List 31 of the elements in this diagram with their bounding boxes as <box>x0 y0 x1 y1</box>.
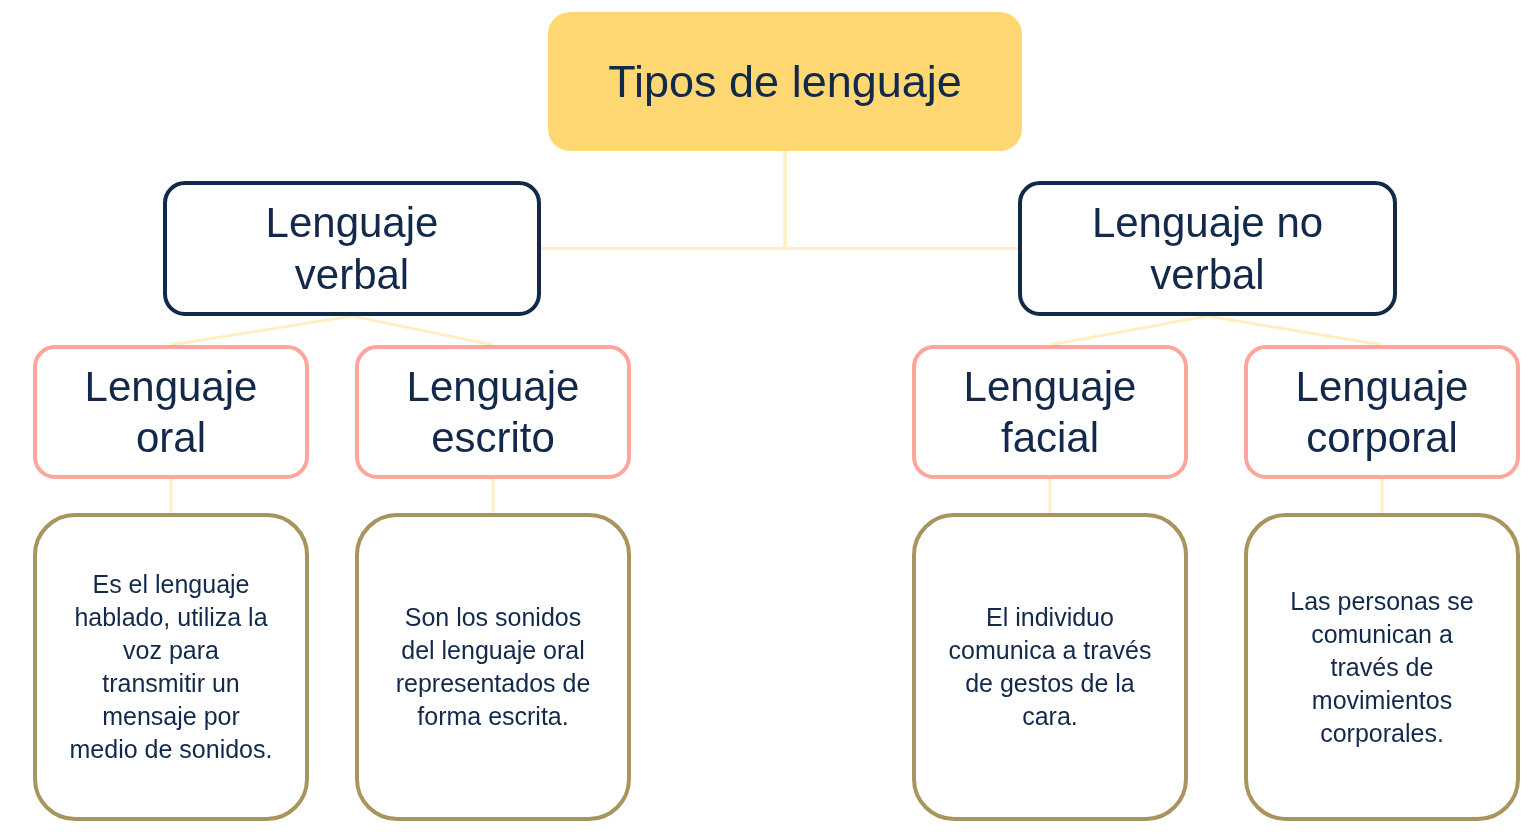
subcategory-box <box>1244 345 1520 479</box>
connector-line <box>351 314 494 347</box>
connector-line <box>169 479 173 513</box>
subcategory-box <box>355 345 631 479</box>
description-text: Es el lenguaje hablado, utiliza la voz para transmitir un mensaje por medio de sonidos. <box>68 569 274 765</box>
description-text: Las personas se comunican a través de movimientos corporales. <box>1289 585 1475 749</box>
subcategory-label: Lenguaje corporal <box>1294 361 1470 463</box>
connector-line <box>1048 479 1052 513</box>
connector-line <box>491 479 495 513</box>
description-text: El individuo comunica a través de gestos de la cara. <box>947 602 1153 732</box>
connector-line <box>1207 314 1383 347</box>
category-box <box>163 181 541 316</box>
heading-text: Tipos de lenguaje <box>608 55 962 108</box>
connector-line <box>1380 479 1384 513</box>
subcategory-box <box>33 345 309 479</box>
subcategory-label: Lenguaje escrito <box>405 361 581 463</box>
description-card <box>33 513 309 821</box>
category-box <box>1018 181 1397 316</box>
description-card <box>1244 513 1520 821</box>
description-text: Son los sonidos del lenguaje oral representados de forma escrita. <box>394 602 592 732</box>
connector-line <box>1049 314 1208 347</box>
connector-line <box>170 314 353 347</box>
description-card <box>355 513 631 821</box>
subcategory-label: Lenguaje facial <box>962 361 1138 463</box>
category-label: Lenguaje verbal <box>264 198 440 300</box>
category-label: Lenguaje no verbal <box>1090 198 1325 300</box>
description-card <box>912 513 1188 821</box>
subcategory-box <box>912 345 1188 479</box>
connector-line <box>783 151 1018 250</box>
root-box <box>548 12 1022 151</box>
subcategory-label: Lenguaje oral <box>83 361 259 463</box>
